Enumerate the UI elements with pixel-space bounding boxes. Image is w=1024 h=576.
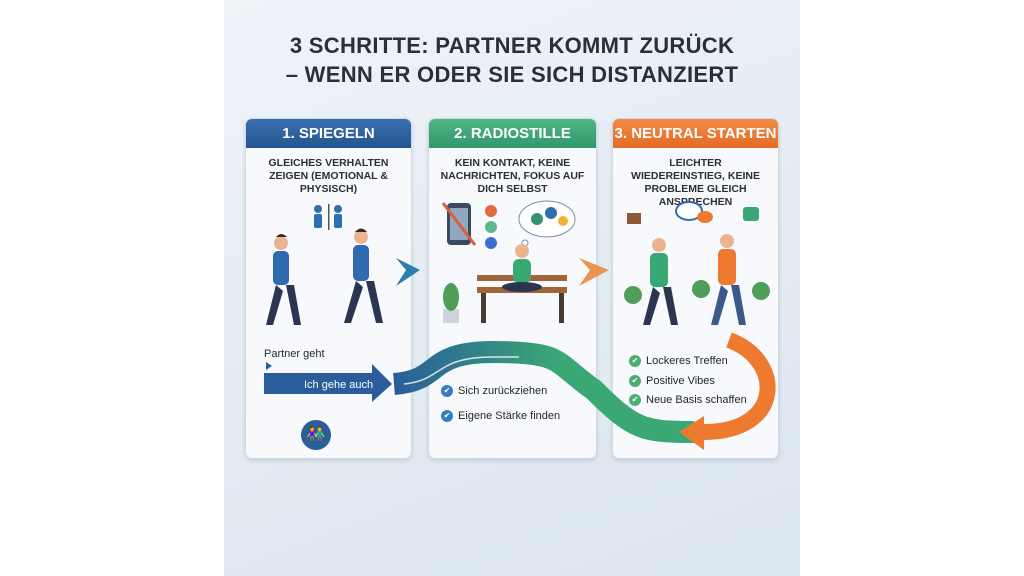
check-item: ✔ Lockeres Treffen bbox=[629, 355, 728, 367]
return-arrow bbox=[703, 332, 776, 440]
item-label: Eigene Stärke finden bbox=[458, 410, 561, 422]
plant-icon bbox=[443, 283, 459, 323]
ich-gehe-auch-label: Ich gehe auch bbox=[304, 379, 373, 391]
step-2-header: 2. RADIOSTILLE bbox=[429, 119, 596, 148]
infographic: 3 SCHRITTE: PARTNER KOMMT ZURÜCK – WENN … bbox=[224, 0, 800, 576]
speech-bubble-icon bbox=[675, 201, 759, 223]
thought-cloud-icon bbox=[518, 200, 576, 247]
arrow-step-1-to-2 bbox=[396, 258, 420, 286]
call-icon bbox=[485, 205, 497, 217]
arrow-step-2-to-3 bbox=[579, 258, 609, 286]
check-icon: ✔ bbox=[441, 385, 453, 397]
couple-icon: 👫 bbox=[301, 420, 331, 450]
step-2-subtitle: KEIN KONTAKT, KEINE NACHRICHTEN, FOKUS A… bbox=[440, 157, 585, 195]
check-icon: ✔ bbox=[629, 355, 641, 367]
title-line-2: – WENN ER ODER SIE SICH DISTANZIERT bbox=[285, 62, 739, 87]
coffee-icon bbox=[627, 213, 641, 224]
person-green bbox=[643, 238, 678, 325]
partner-goes-label: Partner geht bbox=[264, 348, 325, 360]
step-1-header: 1. SPIEGELN bbox=[246, 119, 411, 148]
check-item: ✔ Sich zurückziehen bbox=[441, 385, 547, 397]
message-icon bbox=[485, 221, 497, 233]
partner-figure bbox=[266, 234, 301, 325]
step-1-panel: 1. SPIEGELN GLEICHES VERHALTEN ZEIGEN (E… bbox=[245, 118, 412, 459]
item-label: Neue Basis schaffen bbox=[646, 394, 747, 406]
check-item: ✔ Positive Vibes bbox=[629, 375, 715, 387]
walking-people-illustration bbox=[266, 204, 383, 325]
title: 3 SCHRITTE: PARTNER KOMMT ZURÜCK – WENN … bbox=[224, 31, 800, 89]
meditation-illustration bbox=[441, 200, 576, 323]
item-label: Sich zurückziehen bbox=[458, 385, 548, 397]
item-label: Positive Vibes bbox=[646, 375, 715, 387]
check-item: ✔ Neue Basis schaffen bbox=[629, 394, 747, 406]
main-flow-arrow bbox=[392, 340, 695, 443]
restroom-icon bbox=[314, 204, 342, 230]
ich-gehe-auch-arrow bbox=[264, 364, 392, 402]
step-1-subtitle: GLEICHES VERHALTEN ZEIGEN (EMOTIONAL & P… bbox=[268, 157, 389, 195]
facebook-icon bbox=[485, 237, 497, 249]
check-icon: ✔ bbox=[441, 410, 453, 422]
pointer-icon bbox=[266, 362, 272, 370]
person-orange bbox=[711, 234, 746, 325]
trees bbox=[624, 280, 770, 304]
step-2-panel: 2. RADIOSTILLE KEIN KONTAKT, KEINE NACHR… bbox=[428, 118, 597, 459]
check-item: ✔ Eigene Stärke finden bbox=[441, 410, 560, 422]
step-3-panel: 3. NEUTRAL STARTEN LEICHTER WIEDEREINSTI… bbox=[612, 118, 779, 459]
return-arrowhead bbox=[679, 416, 704, 450]
item-label: Lockeres Treffen bbox=[646, 355, 728, 367]
title-line-1: 3 SCHRITTE: PARTNER KOMMT ZURÜCK bbox=[289, 33, 735, 58]
flow-arrows: Ich gehe auch bbox=[264, 258, 776, 450]
meeting-illustration bbox=[624, 201, 770, 325]
phone-off-icon bbox=[441, 202, 477, 246]
self-figure bbox=[344, 228, 383, 323]
step-3-header: 3. NEUTRAL STARTEN bbox=[613, 119, 778, 148]
check-icon: ✔ bbox=[629, 394, 641, 406]
bench-person bbox=[477, 244, 567, 323]
check-icon: ✔ bbox=[629, 375, 641, 387]
step-3-subtitle: LEICHTER WIEDEREINSTIEG, KEINE PROBLEME … bbox=[631, 157, 760, 208]
